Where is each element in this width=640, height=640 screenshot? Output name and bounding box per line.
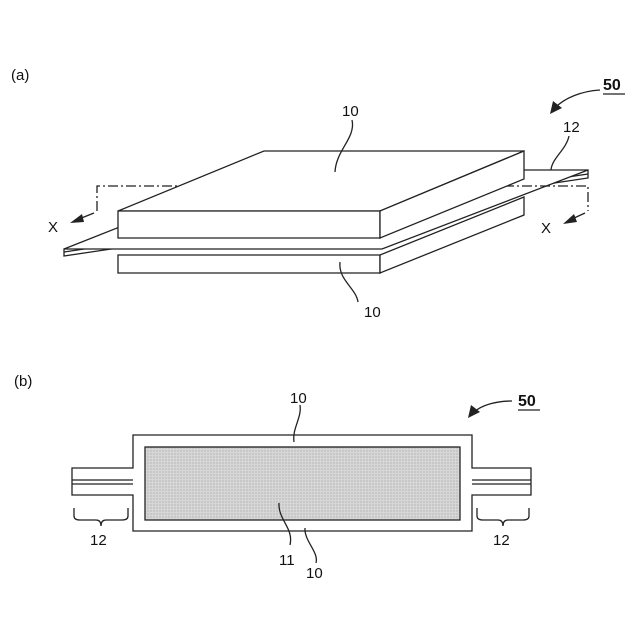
- top-plate-front-face: [118, 211, 380, 238]
- panel-a: (a): [11, 67, 625, 321]
- panel-b: (b) 10 11 10 12 12 50: [14, 373, 540, 582]
- leader-bottom-plate-b: [305, 528, 316, 563]
- label-right-film-b: 12: [493, 532, 510, 549]
- panel-a-tag: (a): [11, 67, 29, 84]
- label-section-right: X: [541, 220, 551, 237]
- assembly-arrow-b-head: [468, 405, 480, 418]
- panel-b-tag: (b): [14, 373, 32, 390]
- assembly-arrow-a: [555, 90, 600, 108]
- brace-left-film: [74, 508, 128, 526]
- label-left-film-b: 12: [90, 532, 107, 549]
- brace-right-film: [477, 508, 529, 526]
- label-bottom-plate-b: 10: [306, 565, 323, 582]
- core-11: [145, 447, 460, 520]
- label-bottom-plate-a: 10: [364, 304, 381, 321]
- label-core-b: 11: [279, 552, 295, 569]
- label-assembly-a: 50: [603, 77, 621, 94]
- label-top-plate-a: 10: [342, 103, 359, 120]
- label-top-plate-b: 10: [290, 390, 307, 407]
- label-assembly-b: 50: [518, 393, 536, 410]
- section-arrow-right-head: [563, 214, 577, 224]
- section-arrow-left-head: [70, 214, 84, 223]
- label-film-a: 12: [563, 119, 580, 136]
- assembly-arrow-b: [474, 401, 512, 412]
- leader-film-a: [551, 136, 569, 170]
- label-section-left: X: [48, 219, 58, 236]
